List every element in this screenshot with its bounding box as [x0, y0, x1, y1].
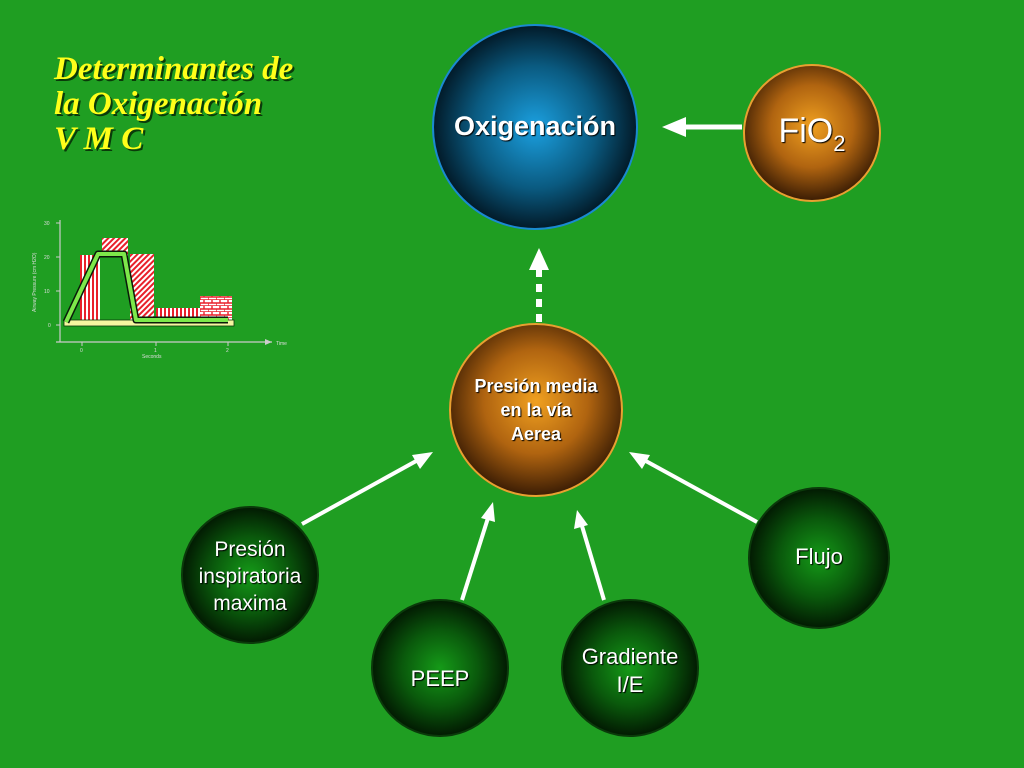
node-presion-inspiratoria — [181, 506, 319, 644]
svg-text:10: 10 — [44, 289, 50, 295]
node-oxigenacion — [432, 24, 638, 230]
node-peep — [371, 599, 509, 737]
svg-text:Seconds: Seconds — [142, 354, 162, 360]
svg-text:1: 1 — [154, 348, 157, 354]
arrow-peep-to-media — [460, 502, 495, 601]
svg-text:0: 0 — [80, 348, 83, 354]
arrow-gradiente-to-media — [574, 510, 606, 601]
arrow-presion-media-to-oxigenacion — [529, 248, 549, 322]
svg-text:30: 30 — [44, 221, 50, 227]
svg-text:0: 0 — [48, 323, 51, 329]
arrow-flujo-to-media — [629, 452, 758, 524]
svg-text:2: 2 — [226, 348, 229, 354]
node-fio2 — [743, 64, 881, 202]
node-gradiente — [561, 599, 699, 737]
svg-text:Time: Time — [276, 341, 287, 347]
svg-text:20: 20 — [44, 255, 50, 261]
pressure-waveform-illustration: 30 20 10 0 0 1 2 Seconds Time Airway Pre… — [32, 220, 287, 360]
title-line-3: V M C — [54, 121, 144, 157]
title-line-1: Determinantes de — [54, 51, 294, 87]
svg-text:Airway Pressure (cm H2O): Airway Pressure (cm H2O) — [32, 252, 38, 312]
arrow-presion-insp-to-media — [301, 452, 433, 526]
title-line-2: la Oxigenación — [54, 86, 263, 122]
slide-title: Determinantes de la Oxigenación V M C — [54, 52, 293, 157]
node-flujo — [748, 487, 890, 629]
arrow-fio2-to-oxigenacion — [662, 117, 742, 137]
node-presion-media — [449, 323, 623, 497]
